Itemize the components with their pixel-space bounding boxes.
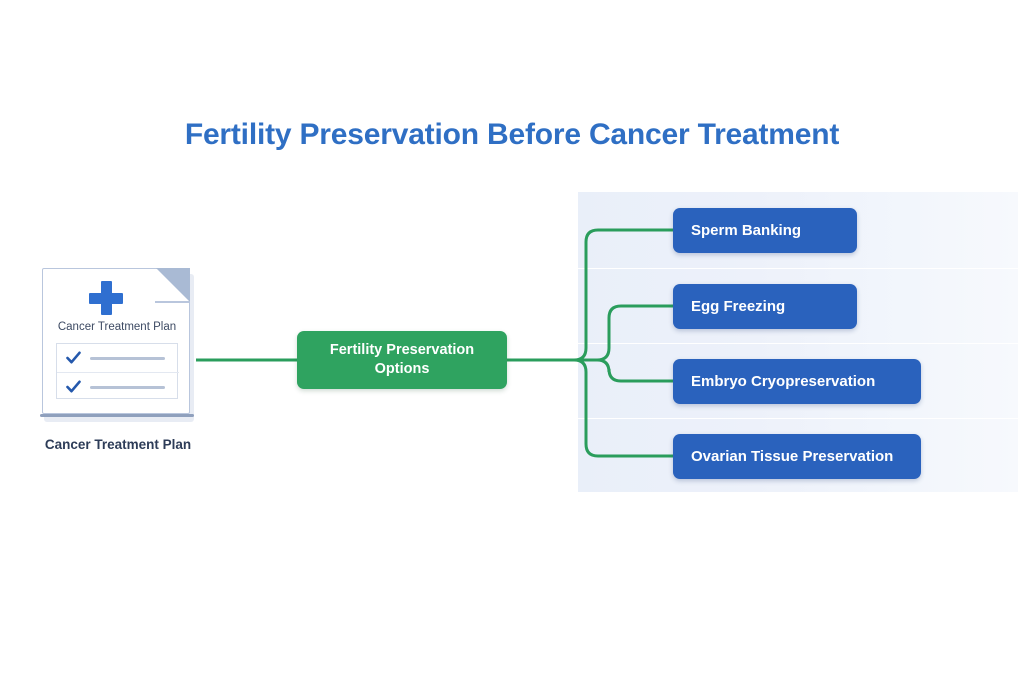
- document-fold-corner-icon: [156, 268, 190, 302]
- checklist-row: [57, 344, 179, 372]
- document-base-line: [40, 414, 194, 417]
- source-document-icon: Cancer Treatment Plan: [40, 268, 194, 422]
- checklist-line: [90, 357, 165, 360]
- hub-label: Fertility Preservation Options: [320, 341, 484, 379]
- document-heading: Cancer Treatment Plan: [57, 321, 177, 333]
- option-label: Embryo Cryopreservation: [691, 373, 876, 390]
- checklist-row: [57, 372, 179, 401]
- option-label: Sperm Banking: [691, 222, 802, 239]
- document-fold-edge: [155, 301, 190, 303]
- option-node-embryo-cryopreservation[interactable]: Embryo Cryopreservation: [673, 359, 921, 404]
- option-node-egg-freezing[interactable]: Egg Freezing: [673, 284, 857, 329]
- hub-node-fertility-preservation-options[interactable]: Fertility Preservation Options: [297, 331, 507, 389]
- check-icon: [66, 351, 81, 365]
- option-label: Egg Freezing: [691, 298, 786, 315]
- document-page: Cancer Treatment Plan: [42, 268, 190, 414]
- medical-cross-icon: [89, 281, 123, 315]
- option-label: Ovarian Tissue Preservation: [691, 448, 894, 465]
- hub-label-line-2: Options: [374, 361, 430, 377]
- document-checklist: [56, 343, 179, 401]
- option-node-ovarian-tissue-preservation[interactable]: Ovarian Tissue Preservation: [673, 434, 921, 479]
- check-icon: [66, 380, 81, 394]
- option-node-sperm-banking[interactable]: Sperm Banking: [673, 208, 857, 253]
- source-document-caption: Cancer Treatment Plan: [44, 437, 192, 452]
- checklist-line: [90, 386, 165, 389]
- page-title: Fertility Preservation Before Cancer Tre…: [184, 118, 840, 151]
- hub-label-line-1: Fertility Preservation: [329, 342, 475, 358]
